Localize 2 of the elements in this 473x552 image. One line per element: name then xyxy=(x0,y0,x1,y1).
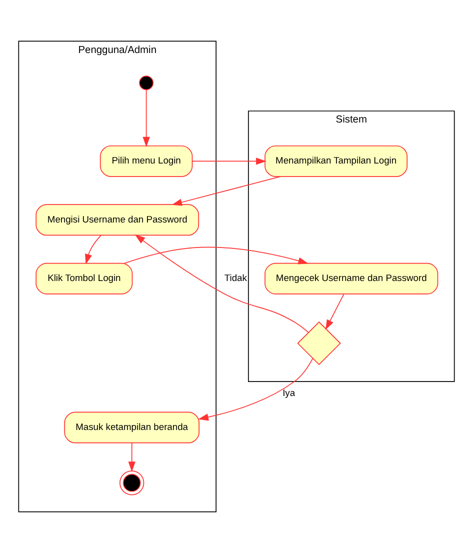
edge-label: Iya xyxy=(282,387,296,398)
edge-label: Tidak xyxy=(224,272,247,283)
